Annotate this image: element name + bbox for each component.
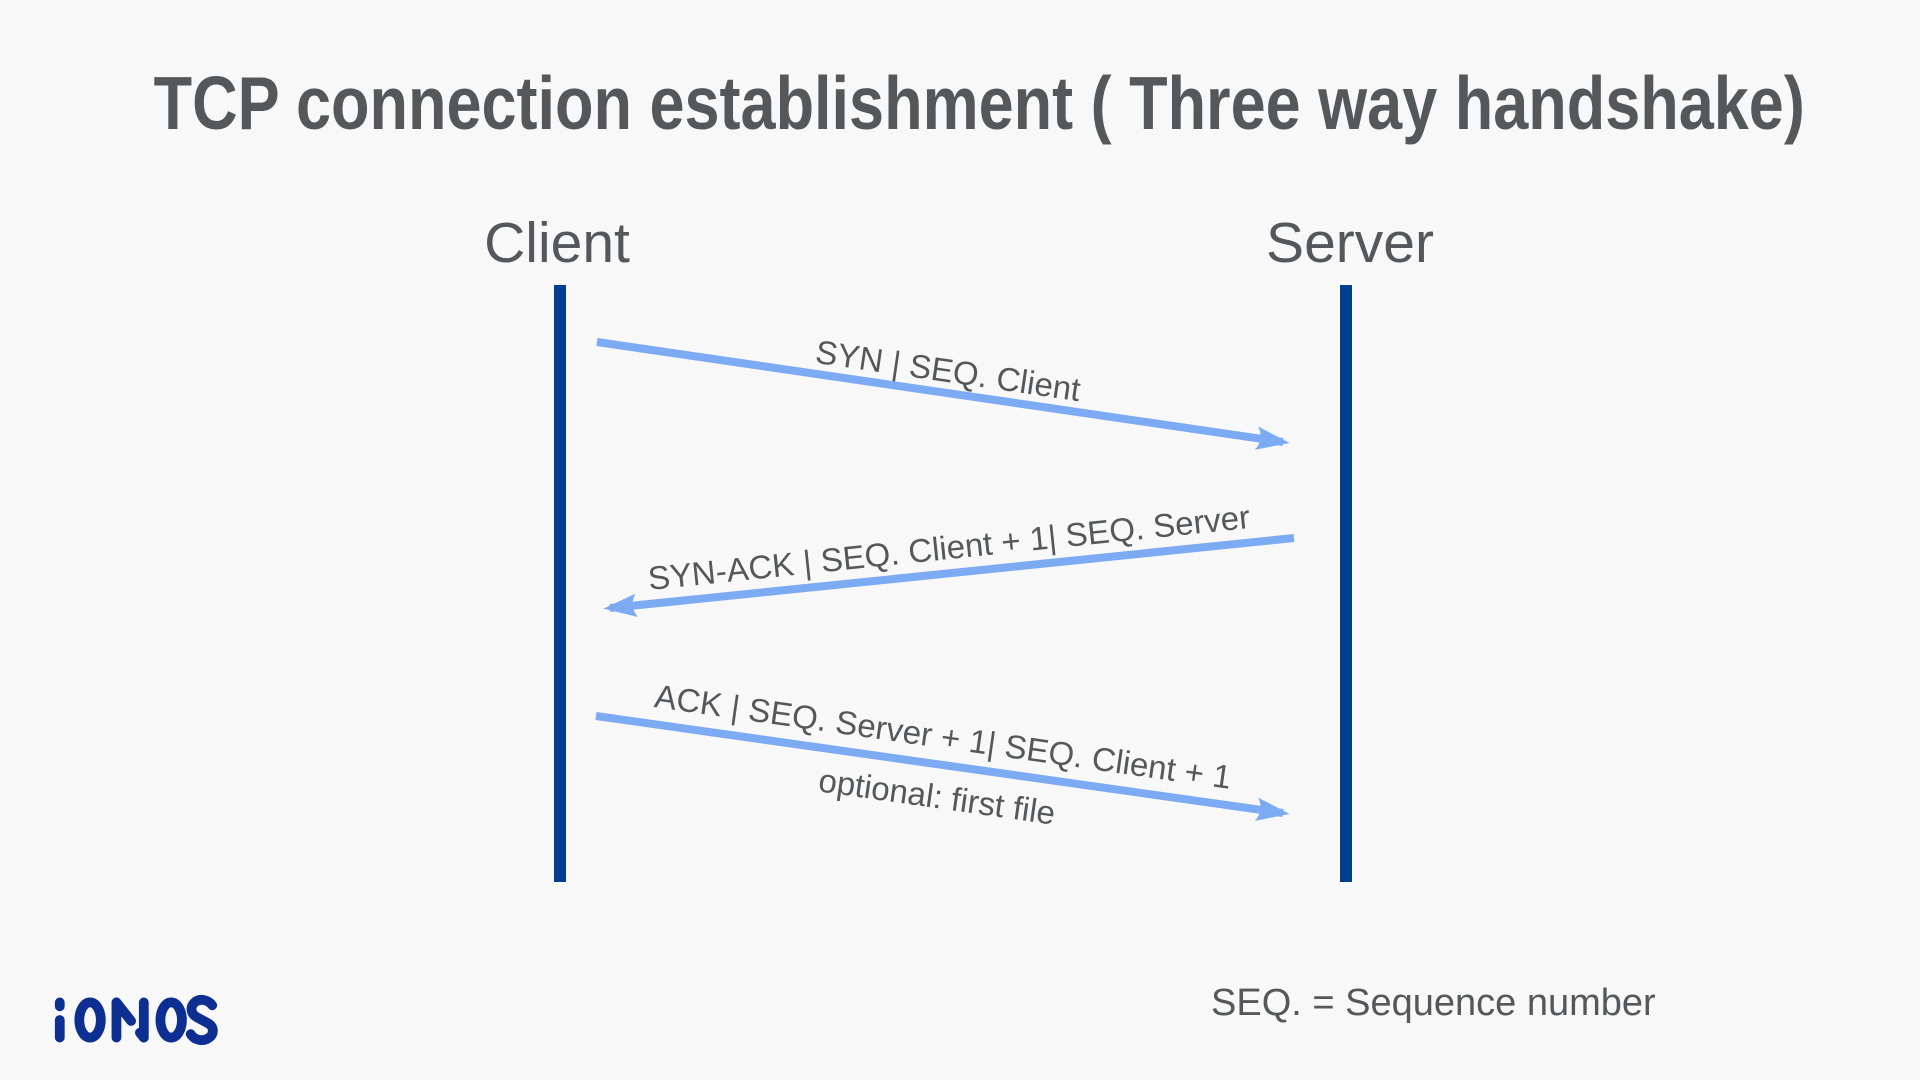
syn-ack-arrow [603,534,1295,617]
logo-letter-o2 [155,997,187,1043]
legend-note: SEQ. = Sequence number [1211,982,1656,1024]
ack-arrow [595,712,1290,821]
diagram-title: TCP connection establishment ( Three way… [153,61,1805,145]
logo-letter-o1 [74,997,106,1043]
logo-letter-s [185,994,218,1045]
actor-label-server: Server [1266,211,1434,275]
actor-label-client: Client [484,211,630,275]
syn-arrow [596,338,1290,450]
server-lifeline [1340,285,1352,882]
ionos-logo [54,994,218,1045]
logo-letter-n-diag1 [111,997,136,1026]
client-lifeline [554,285,566,882]
